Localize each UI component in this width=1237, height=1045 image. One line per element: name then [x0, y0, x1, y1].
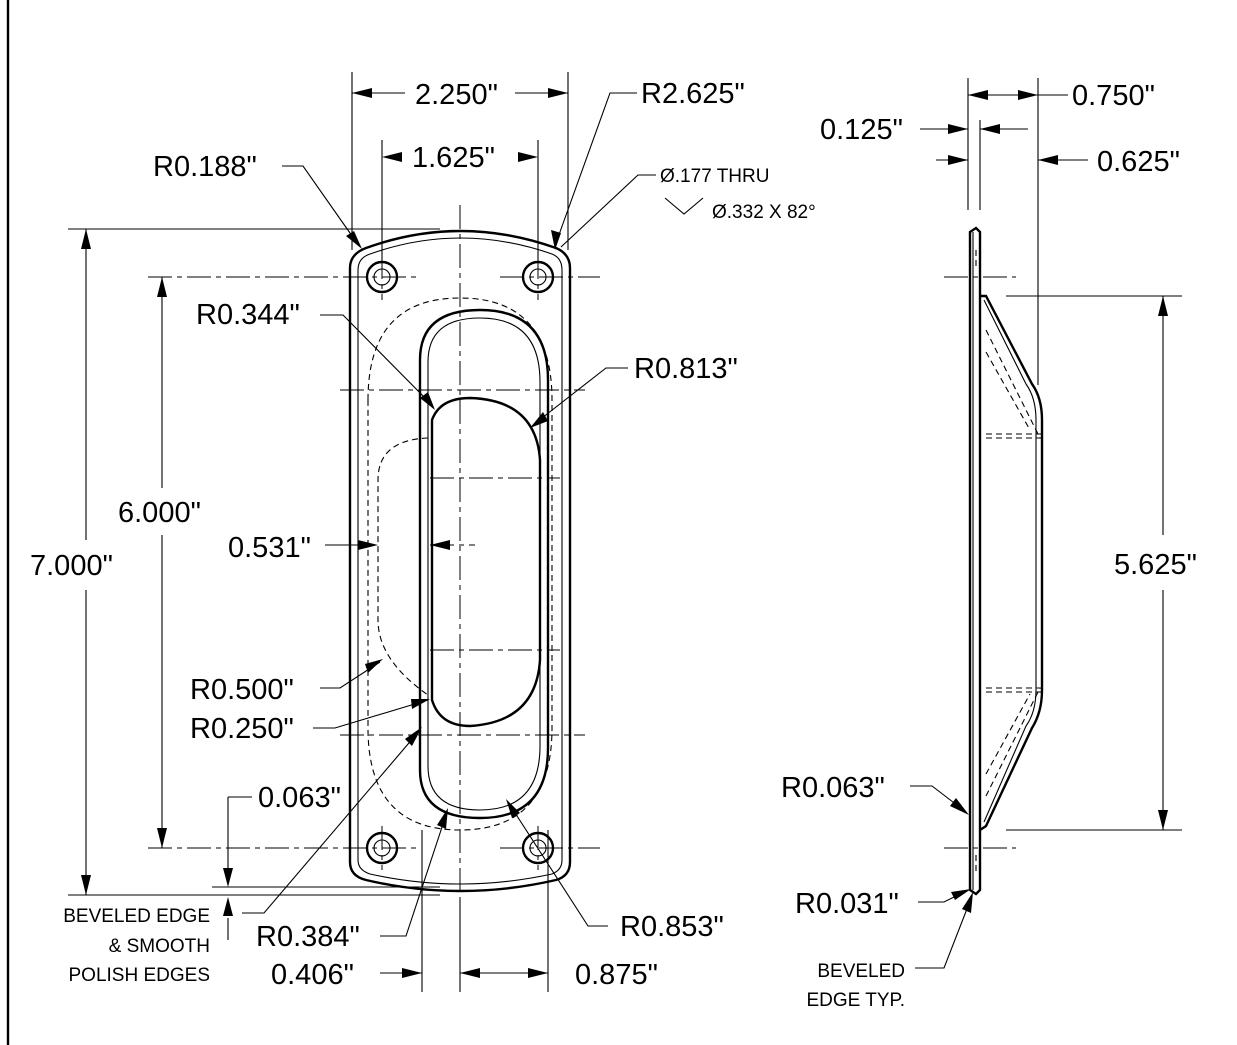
- dim-overall-width: 2.250": [415, 79, 498, 111]
- side-view-labels: 0.750" 0.125" 0.625" 5.625" R0.063" R0.0…: [781, 80, 1197, 1011]
- note-bevel-line1: BEVELED EDGE: [63, 906, 210, 927]
- dim-r-0500: R0.500": [190, 674, 294, 706]
- dim-cup-depth: 0.625": [1097, 146, 1180, 178]
- slot-outer: [418, 308, 550, 820]
- dim-depth-total: 0.750": [1072, 80, 1155, 112]
- note-bevel-line3: POLISH EDGES: [69, 965, 211, 986]
- cup-hidden-inner: [377, 437, 429, 696]
- hole-callout-csk: Ø.332 X 82°: [712, 202, 816, 223]
- dim-corner-radius: R0.188": [153, 151, 257, 183]
- dim-r-0813: R0.813": [634, 353, 738, 385]
- dim-r-0853: R0.853": [620, 911, 724, 943]
- side-note-line1: BEVELED: [817, 961, 905, 982]
- finger-pocket: [430, 396, 542, 728]
- dim-0875: 0.875": [575, 959, 658, 991]
- side-note-line2: EDGE TYP.: [806, 990, 905, 1011]
- front-view-labels: 2.250" 1.625" R2.625" R0.188" Ø.177 THRU…: [30, 78, 816, 991]
- note-bevel-line2: & SMOOTH: [109, 936, 210, 957]
- plate-inner-edge: [357, 237, 563, 885]
- dim-side-r-0031: R0.031": [795, 888, 899, 920]
- hole-callout-thru: Ø.177 THRU: [660, 166, 769, 187]
- side-view: [910, 78, 1182, 969]
- plate-outline: [348, 229, 572, 893]
- front-view: [68, 72, 704, 992]
- slot-inner: [427, 317, 541, 811]
- dim-r-0384: R0.384": [256, 921, 360, 953]
- dim-r-0344: R0.344": [196, 299, 300, 331]
- dim-0531: 0.531": [228, 532, 311, 564]
- side-cup-profile: [979, 294, 1044, 831]
- dim-cup-length: 5.625": [1114, 549, 1197, 581]
- dim-plate-thickness: 0.125": [820, 114, 903, 146]
- dim-side-r-0063: R0.063": [781, 772, 885, 804]
- dim-overall-height: 7.000": [30, 550, 113, 582]
- side-plate: [968, 226, 982, 896]
- dim-hole-spacing-height: 6.000": [118, 497, 201, 529]
- dim-top-radius: R2.625": [641, 78, 745, 110]
- dim-bevel-0063: 0.063": [258, 782, 341, 814]
- dim-r-0250: R0.250": [190, 713, 294, 745]
- dim-hole-spacing-width: 1.625": [412, 142, 495, 174]
- cup-hidden-outline: [367, 297, 553, 831]
- dim-0406: 0.406": [271, 959, 354, 991]
